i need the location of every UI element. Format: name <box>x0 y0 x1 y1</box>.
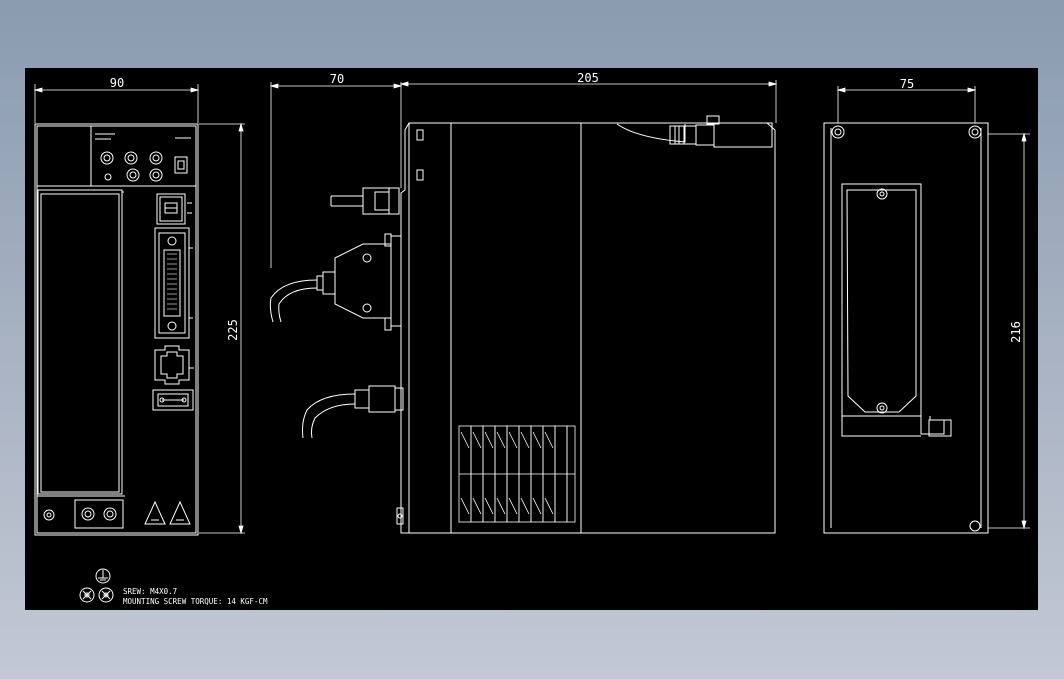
dim-front-height <box>199 122 245 535</box>
rear-view <box>823 122 989 534</box>
note-screw: SREW: M4X0.7 <box>123 587 177 596</box>
rear-mount-plate <box>841 183 952 437</box>
side-cable-1 <box>330 187 400 215</box>
dim-label-side-offset: 70 <box>330 72 344 86</box>
side-top-gland <box>616 115 773 148</box>
drawing-canvas: 90 70 205 75 225 216 SREW: M4X0.7 MOUNTI… <box>33 71 1030 606</box>
front-aux-port <box>154 345 194 385</box>
side-db-plug <box>269 233 402 331</box>
dim-label-front-height: 225 <box>226 319 240 341</box>
front-small-connector <box>152 389 194 411</box>
dim-rear-height <box>988 132 1030 530</box>
dim-front-width <box>33 84 200 123</box>
front-status-leds <box>95 133 191 182</box>
note-torque: MOUNTING SCREW TORQUE: 14 KGF-CM <box>123 597 268 606</box>
front-rj45-port <box>156 193 192 225</box>
side-view <box>269 115 776 534</box>
side-cable-3 <box>302 385 404 439</box>
side-vents <box>458 425 576 523</box>
dim-label-rear-height: 216 <box>1009 321 1023 343</box>
dim-side-depth <box>399 80 778 123</box>
dim-label-side-depth: 205 <box>577 71 599 85</box>
legend-ground-symbols <box>79 568 114 603</box>
dim-rear-width <box>836 86 977 123</box>
dim-side-offset <box>269 82 403 268</box>
cad-viewport[interactable]: 90 70 205 75 225 216 SREW: M4X0.7 MOUNTI… <box>25 68 1038 610</box>
front-view <box>34 123 199 536</box>
dim-label-rear-width: 75 <box>900 77 914 91</box>
front-bottom-terminals <box>43 499 191 529</box>
dim-label-front-width: 90 <box>110 76 124 90</box>
front-db-connector <box>154 227 193 339</box>
